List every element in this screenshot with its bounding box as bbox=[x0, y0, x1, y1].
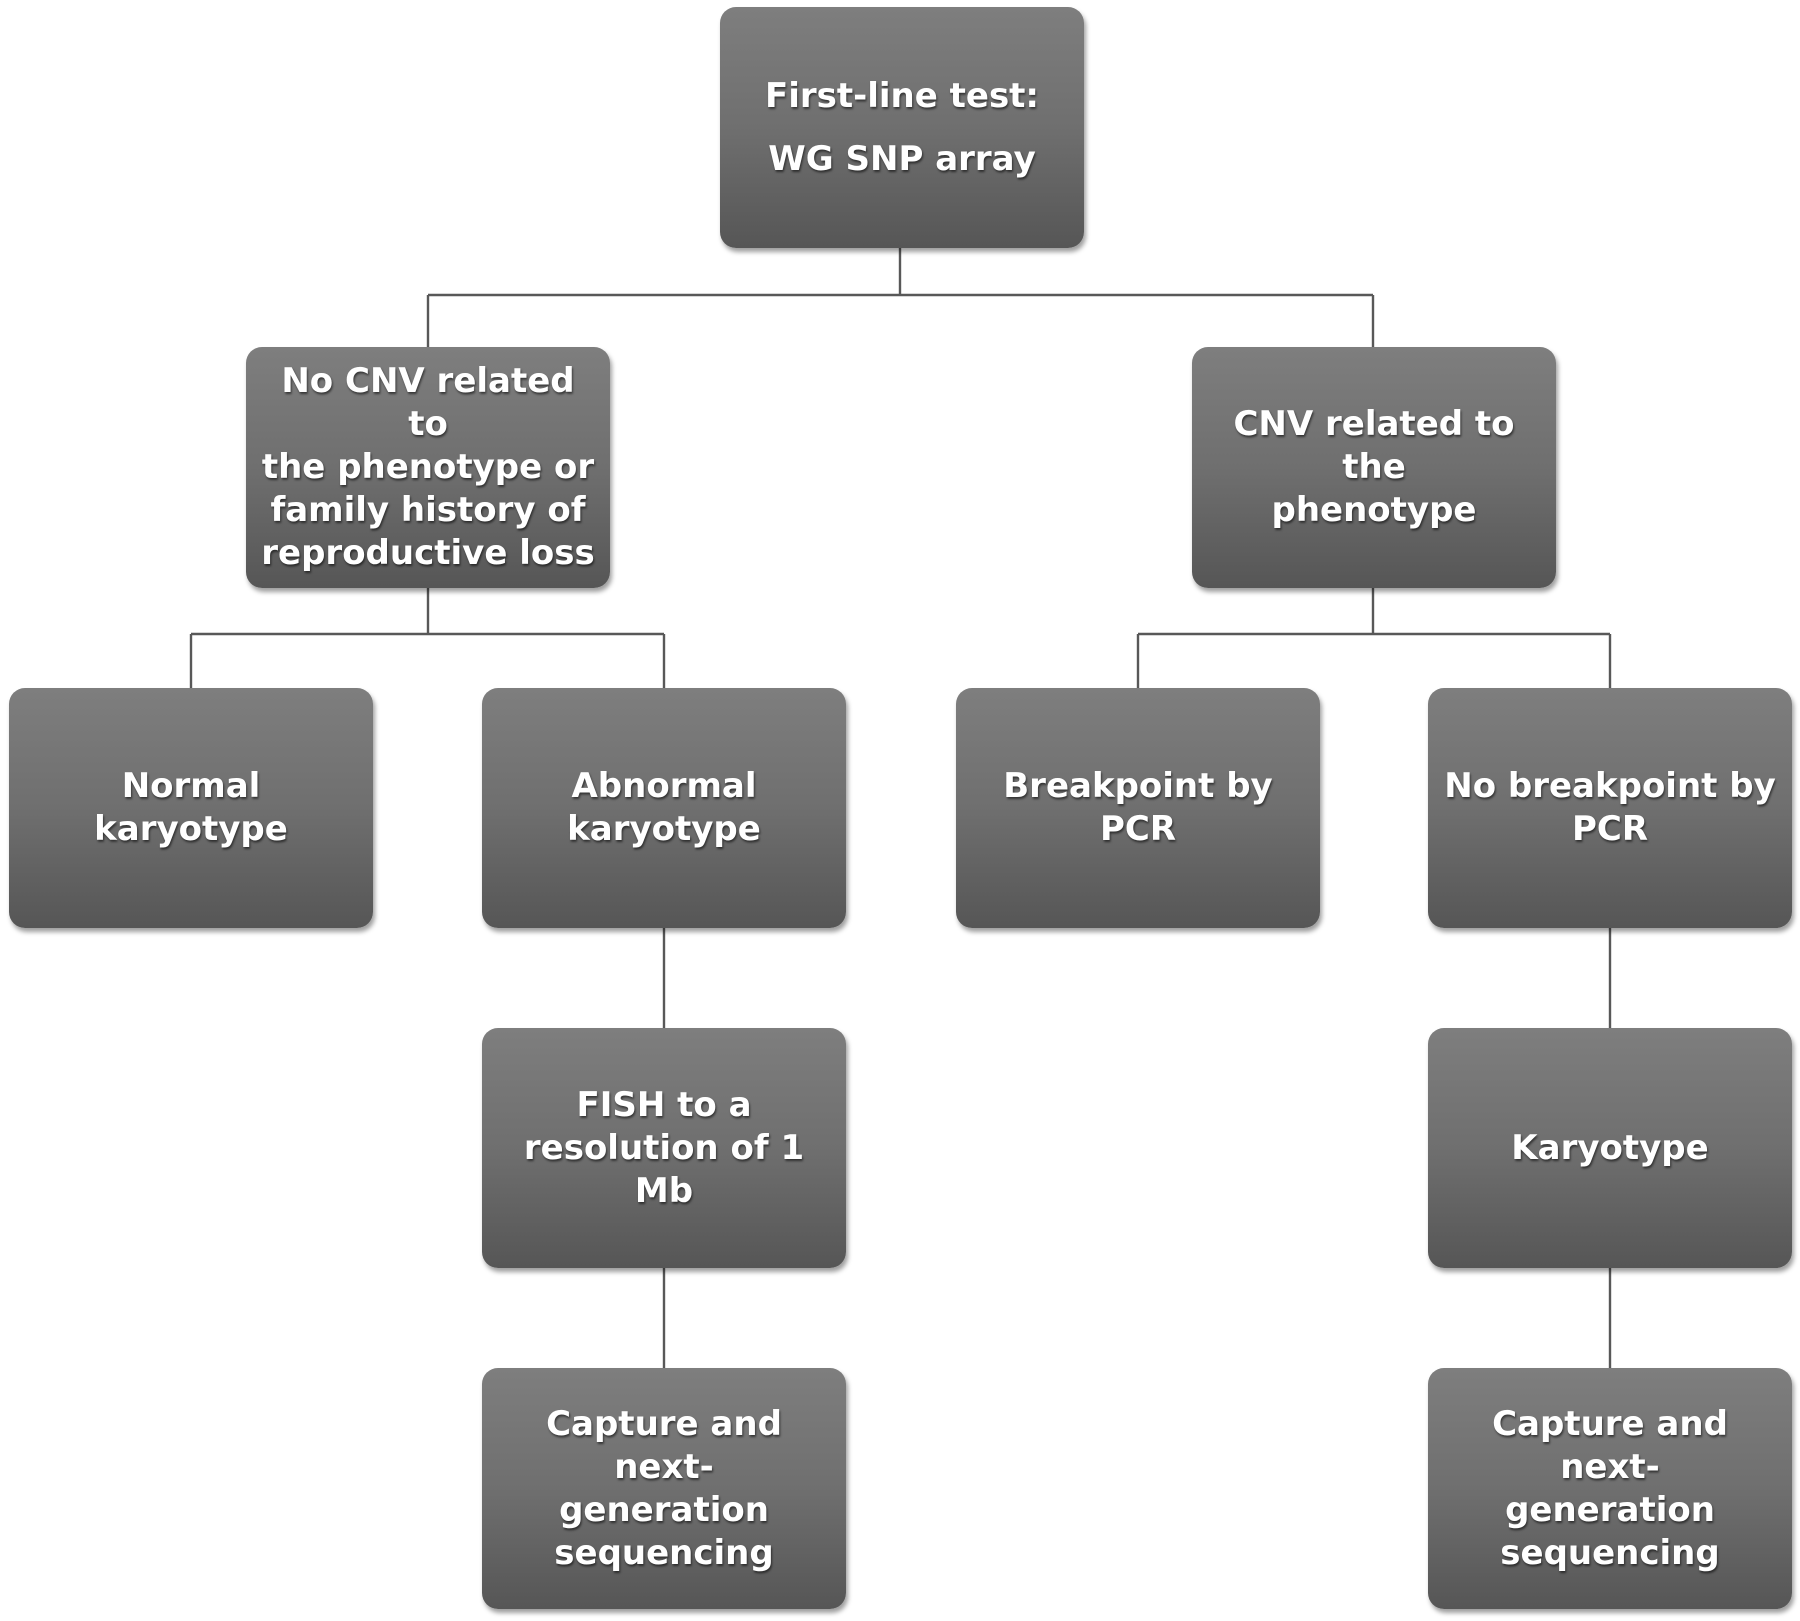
connector-root-children bbox=[426, 248, 1375, 347]
node-label-line: phenotype bbox=[1271, 490, 1477, 530]
node-label-line: Abnormal bbox=[571, 766, 757, 806]
node-label-line: Normal karyotype bbox=[94, 766, 288, 849]
node-label: No CNV related to the phenotype or famil… bbox=[260, 360, 596, 575]
node-label-line: Breakpoint by PCR bbox=[1003, 766, 1273, 849]
node-label-line: FISH to a bbox=[576, 1084, 752, 1125]
node-capture-ngs-left: Capture and next- generation sequencing bbox=[482, 1368, 846, 1609]
node-label-line: Capture and next- bbox=[1492, 1403, 1728, 1487]
node-karyotype: Karyotype bbox=[1428, 1028, 1792, 1268]
node-label-line: PCR bbox=[1571, 809, 1649, 849]
node-capture-ngs-right: Capture and next- generation sequencing bbox=[1428, 1368, 1792, 1609]
node-label: CNV related to the phenotype bbox=[1206, 403, 1542, 532]
node-label: No breakpoint by PCR bbox=[1444, 765, 1776, 851]
node-label-line: karyotype bbox=[567, 809, 761, 849]
node-normal-karyotype: Normal karyotype bbox=[9, 688, 373, 928]
node-label-line: generation bbox=[1505, 1489, 1715, 1530]
node-label-line: sequencing bbox=[554, 1532, 774, 1573]
node-label: Breakpoint by PCR bbox=[970, 765, 1306, 851]
node-cnv-related: CNV related to the phenotype bbox=[1192, 347, 1556, 588]
node-label-line: reproductive loss bbox=[261, 533, 595, 573]
node-label-line: CNV related to the bbox=[1233, 404, 1515, 487]
node-label-line: No CNV related to bbox=[281, 361, 575, 444]
node-label-line: generation bbox=[559, 1489, 769, 1530]
node-first-line-test: First-line test: WG SNP array bbox=[720, 7, 1084, 248]
connector-cnv-children bbox=[1136, 588, 1612, 688]
node-label: Karyotype bbox=[1511, 1127, 1708, 1170]
node-label-line: family history of bbox=[270, 490, 586, 530]
node-label-line: No breakpoint by bbox=[1444, 766, 1776, 806]
node-label: Capture and next- generation sequencing bbox=[496, 1403, 832, 1575]
node-fish-resolution: FISH to a resolution of 1 Mb bbox=[482, 1028, 846, 1268]
node-label-line: WG SNP array bbox=[768, 138, 1036, 179]
node-label: Abnormal karyotype bbox=[567, 765, 761, 851]
node-label: Capture and next- generation sequencing bbox=[1442, 1403, 1778, 1575]
node-no-breakpoint-by-pcr: No breakpoint by PCR bbox=[1428, 688, 1792, 928]
node-label: First-line test: WG SNP array bbox=[765, 65, 1039, 191]
node-no-cnv-related: No CNV related to the phenotype or famil… bbox=[246, 347, 610, 588]
node-label: Normal karyotype bbox=[23, 765, 359, 851]
connector-no-cnv-children bbox=[189, 588, 666, 688]
node-label-line: Karyotype bbox=[1511, 1127, 1709, 1168]
node-label-line: the phenotype or bbox=[261, 447, 595, 487]
node-label-line: resolution of 1 Mb bbox=[523, 1127, 805, 1211]
node-label: FISH to a resolution of 1 Mb bbox=[496, 1084, 832, 1213]
node-label-line: Capture and next- bbox=[546, 1403, 782, 1487]
node-breakpoint-by-pcr: Breakpoint by PCR bbox=[956, 688, 1320, 928]
node-abnormal-karyotype: Abnormal karyotype bbox=[482, 688, 846, 928]
node-label-line: First-line test: bbox=[764, 75, 1040, 116]
node-label-line: sequencing bbox=[1500, 1532, 1720, 1573]
